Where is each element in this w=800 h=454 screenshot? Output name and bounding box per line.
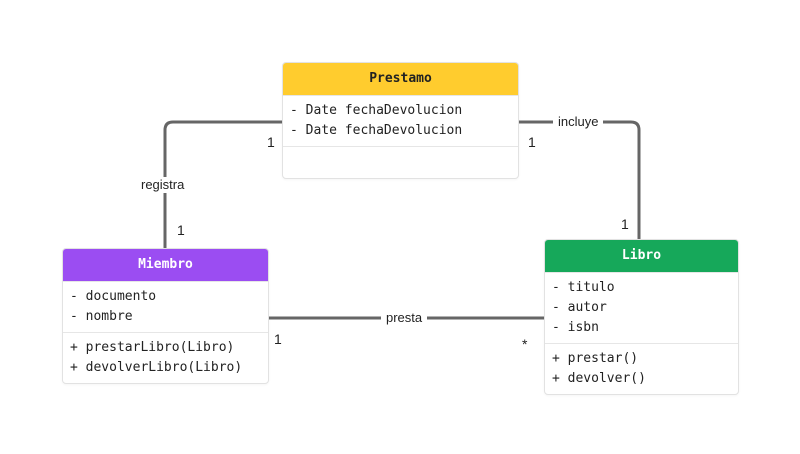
class-prestamo[interactable]: Prestamo - Date fechaDevolucion - Date f… — [282, 62, 519, 179]
connector-registra — [163, 120, 282, 248]
method: + prestar() — [552, 351, 639, 366]
connector-incluye — [518, 120, 641, 239]
method: + devolverLibro(Libro) — [70, 360, 243, 375]
class-libro-methods: + prestar() + devolver() — [545, 343, 738, 394]
multiplicity-registra-prestamo: 1 — [267, 134, 275, 150]
class-miembro[interactable]: Miembro - documento - nombre + prestarLi… — [62, 248, 269, 384]
class-miembro-methods: + prestarLibro(Libro) + devolverLibro(Li… — [63, 332, 268, 383]
class-miembro-header: Miembro — [63, 249, 268, 281]
relation-label-registra: registra — [136, 177, 190, 193]
relation-label-incluye: incluye — [553, 114, 604, 130]
attribute: - isbn — [552, 320, 599, 335]
attribute: - documento — [70, 289, 157, 304]
class-prestamo-methods — [283, 146, 518, 178]
multiplicity-presta-libro: * — [522, 336, 528, 352]
class-libro-header: Libro — [545, 240, 738, 272]
relation-label-presta: presta — [381, 310, 428, 326]
class-prestamo-header: Prestamo — [283, 63, 518, 95]
method: + prestarLibro(Libro) — [70, 340, 235, 355]
attribute: - Date fechaDevolucion — [290, 123, 463, 138]
multiplicity-registra-miembro: 1 — [177, 222, 185, 238]
multiplicity-presta-miembro: 1 — [274, 331, 282, 347]
class-libro-attributes: - titulo - autor - isbn — [545, 272, 738, 343]
method: + devolver() — [552, 371, 646, 386]
attribute: - autor — [552, 300, 607, 315]
multiplicity-incluye-libro: 1 — [621, 216, 629, 232]
attribute: - titulo — [552, 280, 615, 295]
attribute: - nombre — [70, 309, 133, 324]
class-miembro-attributes: - documento - nombre — [63, 281, 268, 332]
attribute: - Date fechaDevolucion — [290, 103, 463, 118]
class-libro[interactable]: Libro - titulo - autor - isbn + prestar(… — [544, 239, 739, 395]
multiplicity-incluye-prestamo: 1 — [528, 134, 536, 150]
class-prestamo-attributes: - Date fechaDevolucion - Date fechaDevol… — [283, 95, 518, 146]
